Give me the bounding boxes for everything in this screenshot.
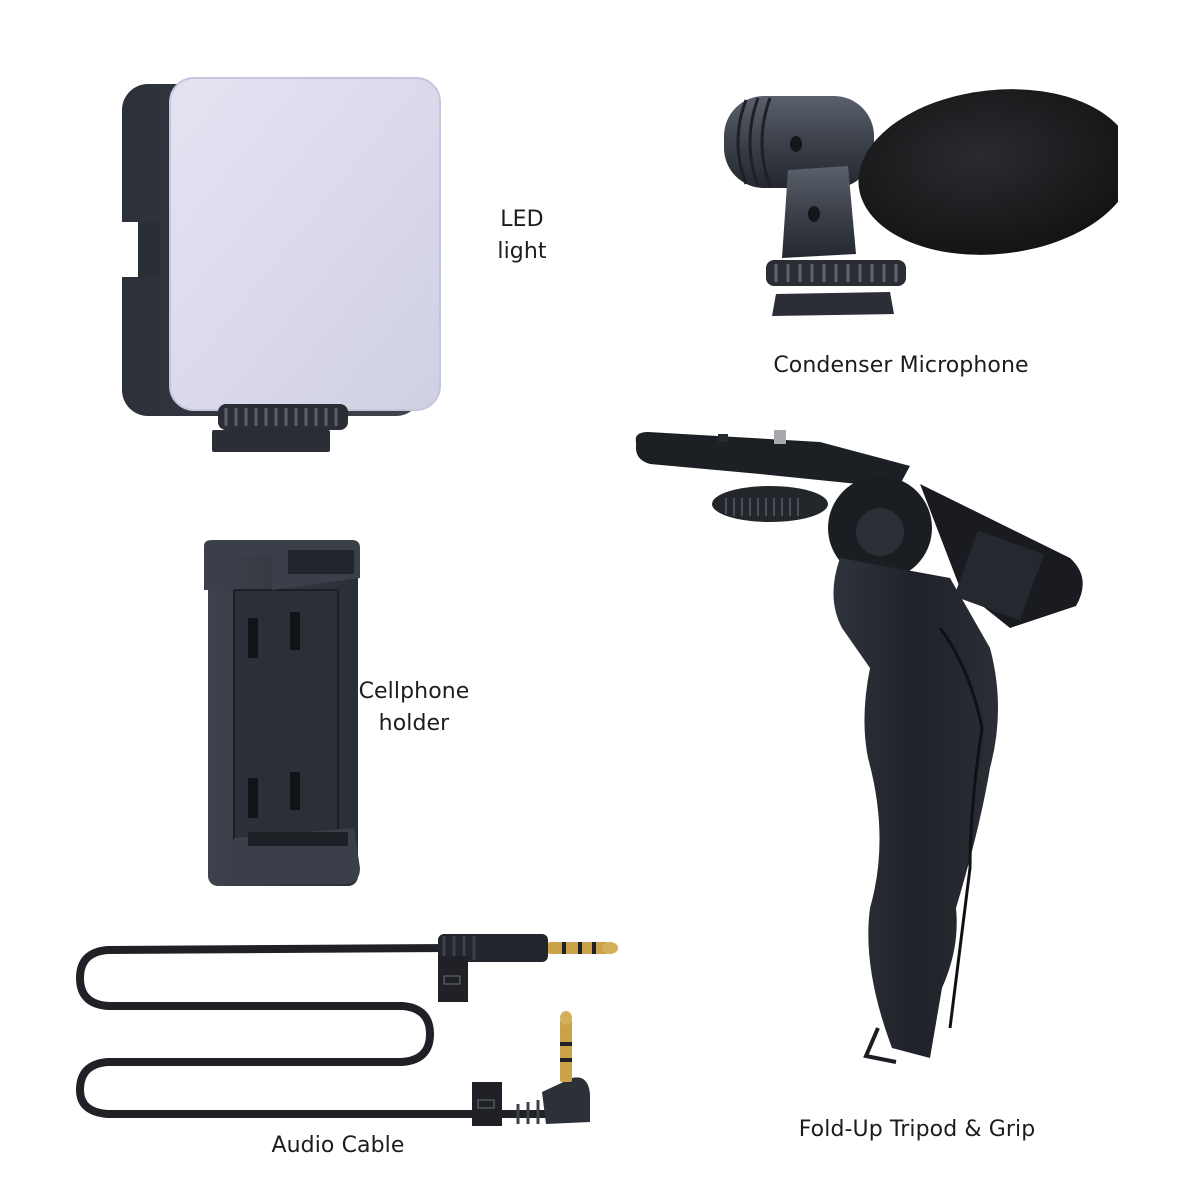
condenser-microphone-image (718, 82, 1118, 322)
led-light-label: LED light (480, 204, 564, 268)
audio-cable-label: Audio Cable (254, 1130, 422, 1162)
condenser-microphone-label-text: Condenser Microphone (773, 353, 1029, 378)
cellphone-holder-image (204, 538, 364, 898)
cellphone-holder-label-line-1: Cellphone (358, 679, 470, 704)
microphone-icon (724, 89, 1118, 316)
audio-cable-icon (75, 934, 618, 1126)
led-light-icon (118, 77, 441, 452)
cellphone-holder-label-line-2: holder (378, 711, 450, 736)
cellphone-holder-icon (204, 540, 360, 886)
fold-up-tripod-image (630, 428, 1110, 1068)
tripod-grip-icon (635, 430, 1083, 1064)
audio-cable-label-text: Audio Cable (271, 1133, 405, 1158)
condenser-microphone-label: Condenser Microphone (760, 350, 1042, 382)
led-light-label-line-2: light (497, 239, 547, 264)
cellphone-holder-label: Cellphone holder (344, 676, 484, 740)
led-light-label-line-1: LED (500, 207, 544, 232)
fold-up-tripod-label-text: Fold-Up Tripod & Grip (798, 1117, 1036, 1142)
audio-cable-image (72, 926, 632, 1126)
led-light-image (118, 72, 448, 472)
fold-up-tripod-label: Fold-Up Tripod & Grip (786, 1114, 1048, 1146)
